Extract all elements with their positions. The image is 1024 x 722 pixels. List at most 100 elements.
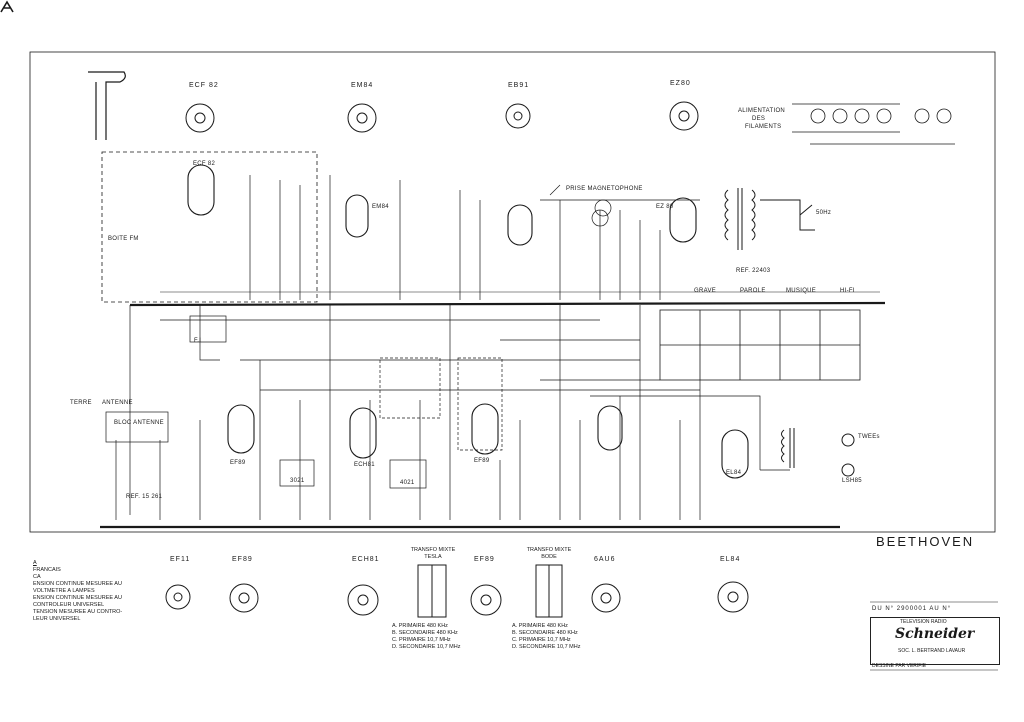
label-musique: MUSIQUE bbox=[786, 288, 817, 294]
tube-ecf82 bbox=[187, 164, 215, 216]
label-grave: GRAVE bbox=[694, 288, 717, 294]
tube-ef89b bbox=[471, 403, 499, 455]
xfmr-a-title-2: TESLA bbox=[424, 554, 442, 560]
alim-line-1: ALIMENTATION bbox=[738, 108, 786, 114]
label-ech81-mid: ECH81 bbox=[354, 462, 375, 468]
socket-el84 bbox=[717, 581, 749, 613]
socket-ef89b bbox=[470, 584, 502, 616]
label-ef89b-bottom: EF89 bbox=[474, 556, 495, 563]
tube-6au6 bbox=[597, 405, 623, 451]
tube-eb91 bbox=[507, 204, 533, 246]
note-line: VOLTMETRE A LAMPES bbox=[33, 588, 95, 594]
label-el84-bottom: EL84 bbox=[720, 556, 741, 563]
tube-ech81 bbox=[349, 407, 377, 459]
socket-ef11 bbox=[165, 584, 191, 610]
socket-eb91 bbox=[505, 103, 531, 129]
tube-ef89 bbox=[227, 404, 255, 454]
label-hp: LSH85 bbox=[842, 478, 862, 484]
b-plus-rail bbox=[129, 301, 886, 307]
label-ez80-mid: EZ 80 bbox=[656, 204, 674, 210]
xfmr-a-title-1: TRANSFO MIXTE bbox=[410, 547, 456, 553]
sheet-frame bbox=[29, 51, 996, 533]
xfmr-a-title: TRANSFO MIXTE TESLA bbox=[398, 547, 468, 561]
label-boite-fm: BOITE FM bbox=[108, 236, 139, 242]
xfmr-b-title-2: BODE bbox=[541, 554, 557, 560]
label-prise-magneto: PRISE MAGNETOPHONE bbox=[566, 186, 643, 192]
xfmr-b-row: D. SECONDAIRE 10,7 MHz bbox=[512, 644, 581, 650]
xfmr-a-row: A. PRIMAIRE 480 KHz bbox=[392, 623, 448, 629]
schematic-title: BEETHOVEN bbox=[876, 534, 975, 549]
label-em84-mid: EM84 bbox=[372, 204, 389, 210]
label-antenne: ANTENNE bbox=[102, 400, 133, 406]
label-ref-22403: REF. 22403 bbox=[736, 268, 771, 274]
alim-line-3: FILAMENTS bbox=[745, 124, 782, 130]
label-ef89b-mid: EF89 bbox=[474, 458, 490, 464]
brand-name: Schneider bbox=[895, 626, 975, 642]
label-terre: TERRE bbox=[70, 400, 92, 406]
socket-ecf82 bbox=[185, 103, 215, 133]
socket-6au6 bbox=[591, 583, 621, 613]
xfmr-a-row: C. PRIMAIRE 10,7 MHz bbox=[392, 637, 451, 643]
xfmr-a-row: B. SECONDAIRE 480 KHz bbox=[392, 630, 458, 636]
tone-switch-bank bbox=[659, 309, 861, 381]
xfmr-a-can bbox=[417, 564, 447, 618]
xfmr-b-title: TRANSFO MIXTE BODE bbox=[514, 547, 584, 561]
label-ef89-mid: EF89 bbox=[230, 460, 246, 466]
output-transformer bbox=[781, 428, 855, 477]
title-block-top: TELEVISION RADIO bbox=[900, 619, 947, 625]
brand-address: SOC. L. BERTRAND LAVAUR bbox=[898, 648, 966, 654]
socket-ef89 bbox=[229, 583, 259, 613]
label-ef89-bottom: EF89 bbox=[232, 556, 253, 563]
xfmr-b-row: C. PRIMAIRE 10,7 MHz bbox=[512, 637, 571, 643]
label-parole: PAROLE bbox=[740, 288, 766, 294]
note-line: TENSION MESUREE AU CONTRO- bbox=[33, 609, 123, 615]
label-ech81-bottom: ECH81 bbox=[352, 556, 380, 563]
fm-box bbox=[101, 151, 318, 303]
socket-ech81 bbox=[347, 584, 379, 616]
tube-ez80 bbox=[669, 197, 697, 243]
note-line: A bbox=[33, 560, 37, 566]
label-hifi: HI-FI bbox=[840, 288, 855, 294]
label-ez80: EZ80 bbox=[670, 80, 691, 87]
label-6au6-bottom: 6AU6 bbox=[594, 556, 616, 563]
note-line: CA bbox=[33, 574, 41, 580]
note-line: CONTROLEUR UNIVERSEL bbox=[33, 602, 105, 608]
xfmr-b-rows: A. PRIMAIRE 480 KHz B. SECONDAIRE 480 KH… bbox=[512, 623, 580, 651]
note-line: FRANCAIS bbox=[33, 567, 61, 573]
label-fi: F.I bbox=[194, 338, 202, 344]
note-line: ENSION CONTINUE MESUREE AU bbox=[33, 595, 122, 601]
label-ref-4021: 4021 bbox=[400, 480, 415, 486]
label-ecf82-mid: ECF 82 bbox=[193, 161, 216, 167]
serial-range: DU N° 2900001 AU N° bbox=[872, 606, 952, 612]
xfmr-b-row: B. SECONDAIRE 480 KHz bbox=[512, 630, 578, 636]
tube-el84 bbox=[721, 429, 749, 479]
label-em84: EM84 bbox=[351, 82, 374, 89]
label-freq: 50Hz bbox=[816, 210, 832, 216]
label-ref-15261: REF. 15 261 bbox=[126, 494, 163, 500]
dipole-antenna bbox=[88, 71, 126, 140]
legend-notes: A FRANCAIS CA ENSION CONTINUE MESUREE AU… bbox=[33, 560, 122, 623]
title-block bbox=[870, 617, 1000, 665]
title-block-bottom: DESSINE PAR VERIFIE bbox=[872, 663, 927, 669]
wiring bbox=[105, 175, 790, 520]
note-line: LEUR UNIVERSEL bbox=[33, 616, 81, 622]
schneider-logo-icon bbox=[0, 0, 14, 13]
power-transformer bbox=[724, 188, 815, 250]
label-eb91: EB91 bbox=[508, 82, 530, 89]
xfmr-a-rows: A. PRIMAIRE 480 KHz B. SECONDAIRE 480 KH… bbox=[392, 623, 460, 651]
socket-em84 bbox=[347, 103, 377, 133]
label-bloc-antenne: BLOC ANTENNE bbox=[114, 420, 164, 426]
xfmr-b-can bbox=[535, 564, 563, 618]
xfmr-b-title-1: TRANSFO MIXTE bbox=[526, 547, 572, 553]
label-el84-mid: EL84 bbox=[726, 470, 742, 476]
note-line: ENSION CONTINUE MESUREE AU bbox=[33, 581, 122, 587]
socket-ez80 bbox=[669, 101, 699, 131]
alim-line-2: DES bbox=[752, 116, 766, 122]
label-ecf82: ECF 82 bbox=[189, 82, 219, 89]
xfmr-b-row: A. PRIMAIRE 480 KHz bbox=[512, 623, 568, 629]
label-tweeters: TWEEs bbox=[858, 434, 880, 440]
label-ef11: EF11 bbox=[170, 556, 191, 563]
xfmr-a-row: D. SECONDAIRE 10,7 MHz bbox=[392, 644, 461, 650]
